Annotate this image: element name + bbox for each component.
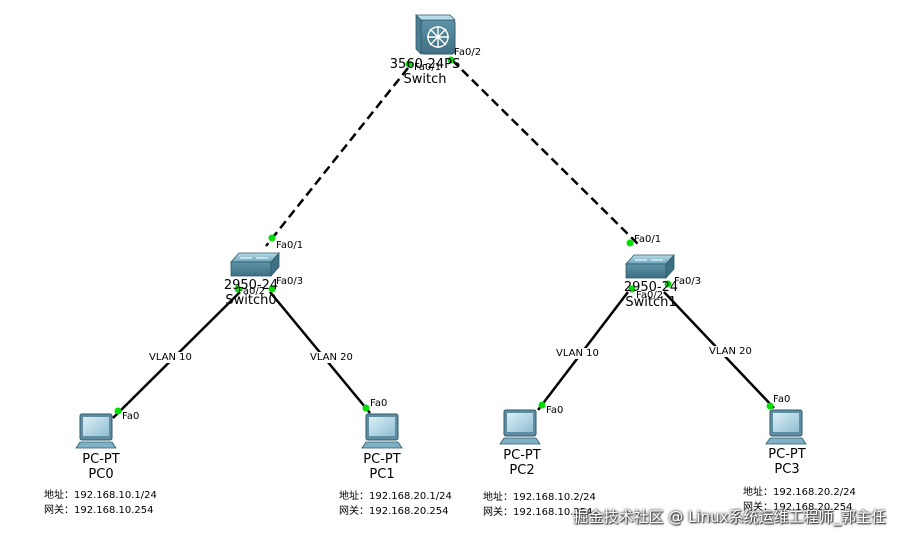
vlan-label: VLAN 20 bbox=[708, 346, 753, 357]
pc1-name: PC1 bbox=[369, 467, 395, 482]
port-label: Fa0/2 bbox=[636, 290, 664, 301]
link-up-dot bbox=[447, 56, 455, 64]
link-up-dot bbox=[664, 280, 672, 288]
port-label: Fa0 bbox=[773, 394, 791, 405]
pc0-address-note: 地址：192.168.10.1/24 网关：192.168.10.254 bbox=[44, 490, 157, 516]
port-label: Fa0/1 bbox=[414, 62, 442, 73]
link-up-dot bbox=[626, 239, 634, 247]
pc2-model: PC-PT bbox=[503, 448, 541, 463]
port-label: Fa0/1 bbox=[276, 240, 304, 251]
link-up-dot bbox=[405, 60, 413, 68]
core-switch-name: Switch bbox=[403, 72, 447, 87]
pc1-address-note: 地址：192.168.20.1/24 网关：192.168.20.254 bbox=[339, 491, 452, 517]
link-core-switch1 bbox=[451, 59, 641, 247]
vlan-label: VLAN 10 bbox=[555, 348, 600, 359]
pc1-icon[interactable] bbox=[361, 413, 403, 449]
switch0-name: Switch0 bbox=[225, 293, 277, 308]
link-up-dot bbox=[234, 285, 242, 293]
port-label: Fa0/2 bbox=[238, 286, 266, 297]
switch0-model: 2950-24 bbox=[223, 278, 279, 293]
pc0-icon[interactable] bbox=[75, 413, 117, 449]
port-label: Fa0 bbox=[122, 411, 140, 422]
link-core-switch0 bbox=[265, 67, 409, 247]
multilayer-switch-icon[interactable] bbox=[415, 14, 456, 55]
vlan-label: VLAN 20 bbox=[309, 352, 354, 363]
link-up-dot bbox=[362, 404, 370, 412]
pc3-name: PC3 bbox=[774, 462, 800, 477]
switch1-icon[interactable] bbox=[625, 253, 675, 280]
switch0-icon[interactable] bbox=[230, 251, 280, 278]
vlan-label: VLAN 10 bbox=[148, 352, 193, 363]
pc0-model: PC-PT bbox=[82, 452, 120, 467]
switch1-model: 2950-24 bbox=[623, 280, 679, 295]
link-up-dot bbox=[114, 407, 122, 415]
port-label: Fa0/1 bbox=[634, 234, 662, 245]
link-up-dot bbox=[268, 234, 276, 242]
pc3-model: PC-PT bbox=[768, 447, 806, 462]
pc2-icon[interactable] bbox=[499, 409, 541, 445]
switch1-name: Switch1 bbox=[625, 295, 677, 310]
port-label: Fa0 bbox=[370, 398, 388, 409]
port-label: Fa0/3 bbox=[276, 276, 304, 287]
watermark: 掘金技术社区 @ Linux系统运维工程师_郭主任 bbox=[573, 508, 886, 526]
port-label: Fa0 bbox=[546, 405, 564, 416]
port-label: Fa0/3 bbox=[674, 276, 702, 287]
pc3-address-note: 地址：192.168.20.2/24 网关：192.168.20.254 bbox=[743, 487, 856, 513]
pc0-name: PC0 bbox=[88, 467, 114, 482]
core-switch-model: 3560-24PS bbox=[389, 57, 461, 72]
link-status-dots bbox=[114, 56, 774, 415]
link-up-dot bbox=[628, 285, 636, 293]
link-up-dot bbox=[268, 285, 276, 293]
link-up-dot bbox=[766, 402, 774, 410]
link-up-dot bbox=[538, 401, 546, 409]
pc2-address-note: 地址：192.168.10.2/24 网关：192.168.10.254 bbox=[483, 492, 596, 518]
pc3-icon[interactable] bbox=[765, 409, 807, 445]
pc1-model: PC-PT bbox=[363, 452, 401, 467]
port-label: Fa0/2 bbox=[454, 47, 482, 58]
pc2-name: PC2 bbox=[509, 463, 535, 478]
